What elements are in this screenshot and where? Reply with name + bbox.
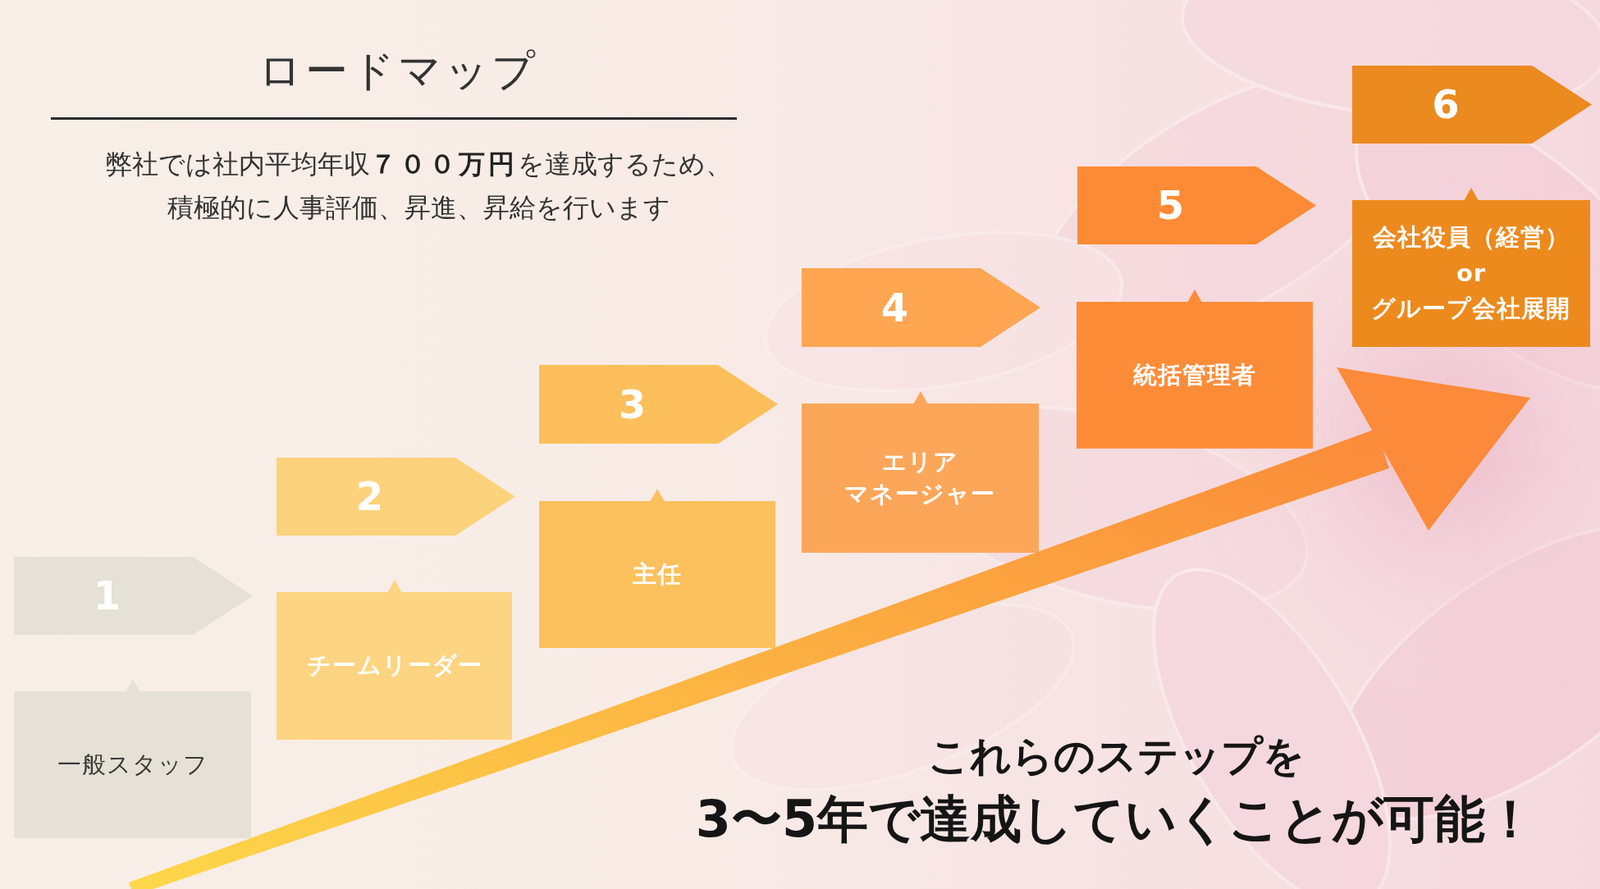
title-underline [50,117,737,120]
callout-notch [913,391,928,405]
arrow-shape [276,457,516,536]
arrow-shape-fill [276,457,516,536]
step-number-arrow: 3 [539,365,778,444]
arrow-head [1336,367,1531,531]
callout-notch [387,580,403,594]
position-box: 統括管理者 [1076,301,1313,449]
position-box: エリア マネージャー [801,403,1039,554]
position-title: 一般スタッフ [57,749,209,782]
title: ロードマップ [50,42,746,101]
position-box: 主任 [539,501,776,649]
step-number-arrow: 2 [276,457,516,536]
position-title: 主任 [632,558,682,591]
callout-notch [125,679,141,693]
arrow-shape-fill [1077,166,1317,245]
arrow-shape [1352,65,1592,144]
step-number: 1 [93,574,121,618]
callout-notch [649,489,665,503]
step-number-arrow: 4 [801,268,1041,348]
step-number: 6 [1431,82,1459,127]
closing-highlight: 3〜5年で達成していくことが可能！ [695,789,1536,850]
position-title: 会社役員（経営） or グループ会社展開 [1368,219,1573,328]
step-number: 2 [356,475,384,519]
position-box: チームリーダー [276,592,512,741]
step-number-arrow: 6 [1352,65,1592,144]
arrow-shape-fill [1352,65,1592,144]
position-box: 一般スタッフ [13,691,252,839]
petals [707,0,1600,889]
intro-text-part: 弊社では社内平均年収 [105,148,371,180]
intro-line: 弊社では社内平均年収７００万円を達成するため、 [32,142,805,187]
intro-line: 積極的に人事評価、昇進、昇給を行います [32,186,805,230]
arrow-shape-fill [801,268,1041,348]
step-number-arrow: 1 [13,557,253,636]
arrow-shape-fill [13,557,253,636]
closing-text: これらのステップを [928,732,1305,781]
step-number: 4 [881,286,909,330]
position-title: 統括管理者 [1133,359,1257,392]
arrow-shape [539,365,778,444]
step-number: 3 [618,383,646,427]
arrow-shape [1077,166,1317,245]
highlight-amount: ７００万円 [370,148,518,180]
callout-notch [1463,187,1479,202]
closing-line: これらのステップを [640,728,1592,785]
position-title: エリア マネージャー [841,446,999,511]
arrow-shape [801,268,1041,348]
arrow-shape [13,557,253,636]
closing-line: 3〜5年で達成していくことが可能！ [640,784,1592,855]
intro-text-part: を達成するため、 [517,148,732,180]
closing-message: これらのステップを 3〜5年で達成していくことが可能！ [640,728,1592,855]
step-number-arrow: 5 [1077,166,1317,245]
intro-text-part: 積極的に人事評価、昇進、昇給を行います [167,192,671,224]
intro-text: 弊社では社内平均年収７００万円を達成するため、積極的に人事評価、昇進、昇給を行い… [32,142,805,230]
arrow-shape-fill [539,365,778,444]
callout-notch [1187,289,1203,303]
position-title: チームリーダー [306,649,483,682]
step-number: 5 [1156,183,1184,228]
position-box: 会社役員（経営） or グループ会社展開 [1352,200,1591,348]
